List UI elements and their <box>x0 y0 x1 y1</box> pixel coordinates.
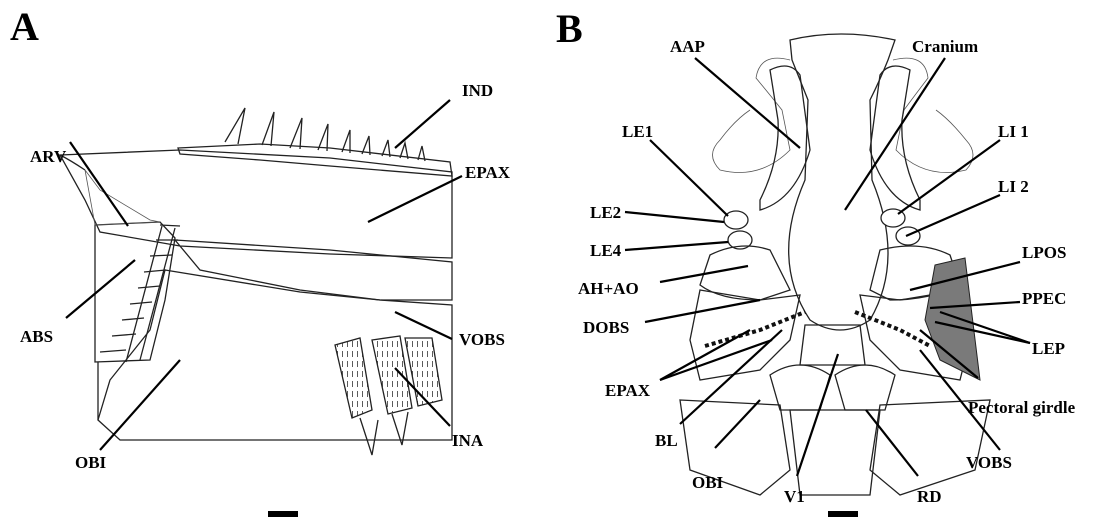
label-le2: LE2 <box>590 203 621 222</box>
ina-structures <box>335 336 442 455</box>
label-ppec: PPEC <box>1022 289 1066 308</box>
label-le4: LE4 <box>590 241 622 260</box>
label-li2: LI 2 <box>998 177 1029 196</box>
label-v1: V1 <box>784 487 805 506</box>
right-fin-lobe <box>835 365 895 410</box>
pectoral-girdle-shape <box>925 258 980 380</box>
v1-plate <box>800 325 865 365</box>
panel-a-drawing <box>60 108 452 455</box>
levator-circles <box>724 209 920 249</box>
vertebra-right <box>855 312 930 346</box>
label-epax: EPAX <box>465 163 511 182</box>
label-ind: IND <box>462 81 493 100</box>
label-dobs: DOBS <box>583 318 629 337</box>
dorsal-spines <box>225 108 425 161</box>
label-aap: AAP <box>670 37 705 56</box>
rd-region <box>790 410 880 495</box>
label-bl: BL <box>655 431 678 450</box>
label-obi-b: OBI <box>692 473 724 492</box>
label-lep: LEP <box>1032 339 1065 358</box>
label-le1: LE1 <box>622 122 653 141</box>
label-abs: ABS <box>20 327 53 346</box>
label-vobs: VOBS <box>459 330 505 349</box>
label-vobs-b: VOBS <box>966 453 1012 472</box>
ind-band <box>178 144 452 176</box>
label-epax: EPAX <box>605 381 651 400</box>
label-lpos: LPOS <box>1022 243 1066 262</box>
panel-b-labels: AAP Cranium LE1 LI 1 LI 2 LE2 LE4 LPOS A… <box>578 37 1076 506</box>
panel-b-drawing <box>680 34 990 495</box>
label-rd: RD <box>917 487 942 506</box>
panel-a-letter: A <box>10 4 39 49</box>
vobs-muscle <box>175 240 452 300</box>
label-pectoral-girdle: Pectoral girdle <box>968 398 1076 417</box>
label-ina: INA <box>452 431 484 450</box>
panel-a: A <box>10 4 511 517</box>
label-ah-ao: AH+AO <box>578 279 639 298</box>
left-skull-wing <box>713 58 791 172</box>
label-obi: OBI <box>75 453 107 472</box>
label-li1: LI 1 <box>998 122 1029 141</box>
epax-muscle <box>60 150 452 258</box>
aap-right <box>870 66 920 210</box>
panel-b-letter: B <box>556 6 583 51</box>
scale-bar-b <box>828 511 858 517</box>
label-cranium: Cranium <box>912 37 978 56</box>
vertebral-column <box>100 225 180 362</box>
label-arv: ARV <box>30 147 67 166</box>
scale-bar-a <box>268 511 298 517</box>
panel-b: B <box>556 6 1076 517</box>
